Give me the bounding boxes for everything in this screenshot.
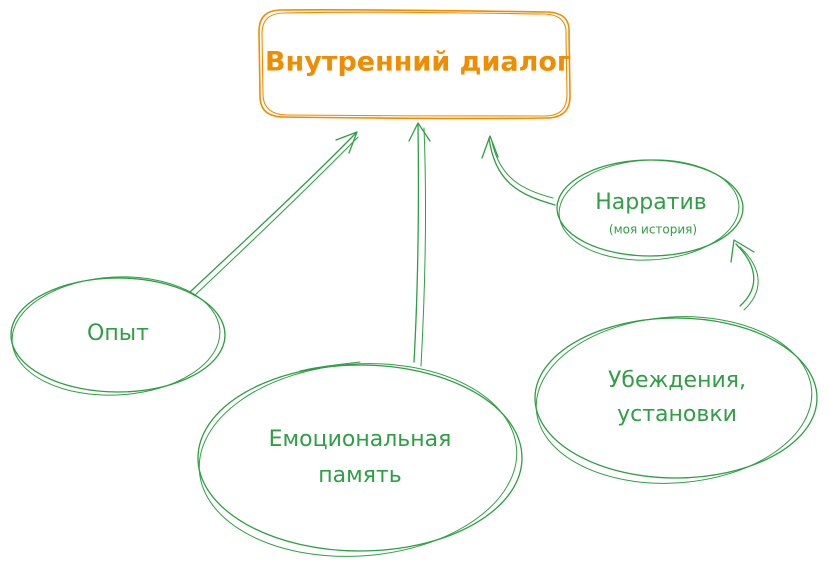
beliefs-label-line2: установки <box>617 402 737 427</box>
emotional-memory-ellipse <box>197 364 523 552</box>
arrow-experience-to-dialog <box>189 131 359 297</box>
arrow-memory-shaft-sketch <box>420 127 426 367</box>
narrative-label: Нарратив <box>595 190 707 215</box>
narrative-sublabel: (моя история) <box>609 223 697 237</box>
arrow-experience-head <box>335 131 358 154</box>
emotional-memory-label-line1: Емоциональная <box>269 427 452 452</box>
emotional-memory-label-line2: память <box>318 463 401 488</box>
experience-ellipse <box>10 277 226 393</box>
beliefs-label-line1: Убеждения, <box>608 368 746 393</box>
experience-ellipse-sketch <box>11 276 221 396</box>
emotional-memory-ellipse-sketch <box>198 363 518 557</box>
arrow-memory-to-dialog <box>299 122 431 372</box>
beliefs-ellipse-sketch <box>535 316 813 484</box>
inner-dialog-box-sketch <box>261 11 568 117</box>
inner-dialog-node[interactable]: Внутренний диалог <box>258 8 571 120</box>
inner-dialog-label: Внутренний диалог <box>265 47 571 78</box>
narrative-ellipse-sketch <box>558 159 740 261</box>
arrow-narrative-to-dialog <box>481 135 556 206</box>
beliefs-ellipse <box>534 317 818 479</box>
arrow-narrative-shaft <box>488 137 556 206</box>
narrative-node[interactable]: Нарратив (моя история) <box>556 155 744 264</box>
arrow-beliefs-to-narrative <box>730 239 759 311</box>
arrow-beliefs-shaft <box>735 243 755 307</box>
beliefs-node[interactable]: Убеждения, установки <box>531 308 818 493</box>
arrow-memory-head <box>408 122 431 142</box>
experience-node[interactable]: Опыт <box>9 272 226 401</box>
experience-label: Опыт <box>87 321 149 346</box>
arrow-narrative-head <box>481 135 499 159</box>
arrow-experience-shaft <box>189 132 357 293</box>
arrow-memory-shaft <box>413 123 420 363</box>
emotional-memory-node[interactable]: Емоциональная память <box>193 353 524 562</box>
inner-dialog-box <box>258 8 571 120</box>
arrow-beliefs-head <box>730 239 755 263</box>
arrow-narrative-shaft-sketch <box>491 141 554 199</box>
arrow-experience-shaft-sketch <box>193 136 359 297</box>
arrow-beliefs-shaft-sketch <box>739 246 759 311</box>
arrow-memory-tail <box>299 361 361 372</box>
